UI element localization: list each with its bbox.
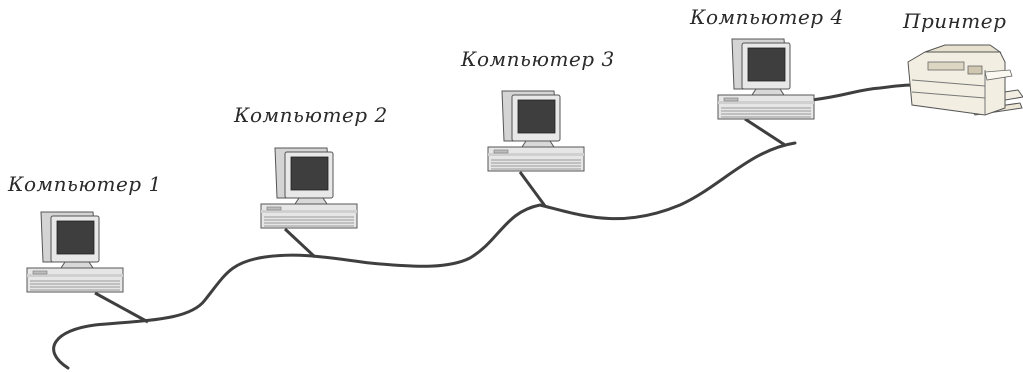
- drop-cable-3: [518, 171, 547, 207]
- computer-2-label: Компьютер 2: [234, 103, 388, 127]
- computer-4-label: Компьютер 4: [690, 5, 844, 29]
- printer-cable: [810, 83, 914, 102]
- printer-icon: [907, 44, 1023, 116]
- drop-cable-2: [283, 227, 317, 259]
- drop-cable-1: [94, 291, 149, 324]
- computer-3-label: Компьютер 3: [461, 47, 615, 71]
- printer-label: Принтер: [903, 9, 1007, 33]
- computer-3-icon: [487, 90, 585, 172]
- computer-4-icon: [717, 38, 815, 120]
- computer-1-label: Компьютер 1: [8, 172, 162, 196]
- drop-cable-4: [744, 117, 786, 147]
- computer-1-icon: [26, 211, 124, 293]
- bus-cable: [52, 141, 797, 370]
- computer-2-icon: [260, 147, 358, 229]
